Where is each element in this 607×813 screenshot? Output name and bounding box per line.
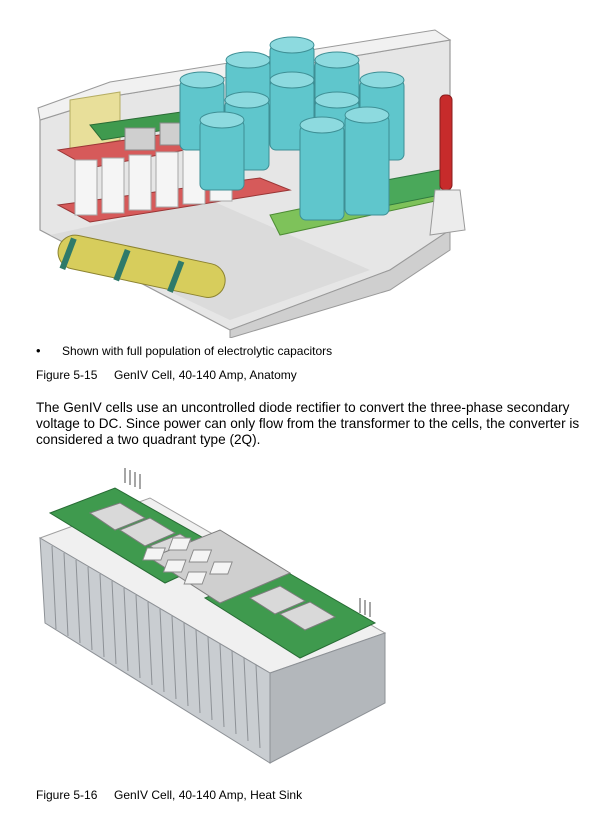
- figure-heat-sink-image: [38, 468, 387, 764]
- figure-number: Figure 5-15: [36, 368, 98, 382]
- figure-title: GenIV Cell, 40-140 Amp, Heat Sink: [114, 788, 303, 802]
- figure-note-text: Shown with full population of electrolyt…: [62, 344, 333, 358]
- figure-title: GenIV Cell, 40-140 Amp, Anatomy: [114, 368, 297, 382]
- figure-caption-5-16: Figure 5-16 GenIV Cell, 40-140 Amp, Heat …: [36, 788, 302, 802]
- figure-note: • Shown with full population of electrol…: [36, 343, 332, 359]
- figure-number: Figure 5-16: [36, 788, 98, 802]
- body-paragraph: The GenIV cells use an uncontrolled diod…: [36, 400, 580, 447]
- figure-cell-anatomy-image: [37, 29, 466, 338]
- bullet-marker: •: [36, 343, 41, 358]
- figure-caption-5-15: Figure 5-15 GenIV Cell, 40-140 Amp, Anato…: [36, 368, 297, 382]
